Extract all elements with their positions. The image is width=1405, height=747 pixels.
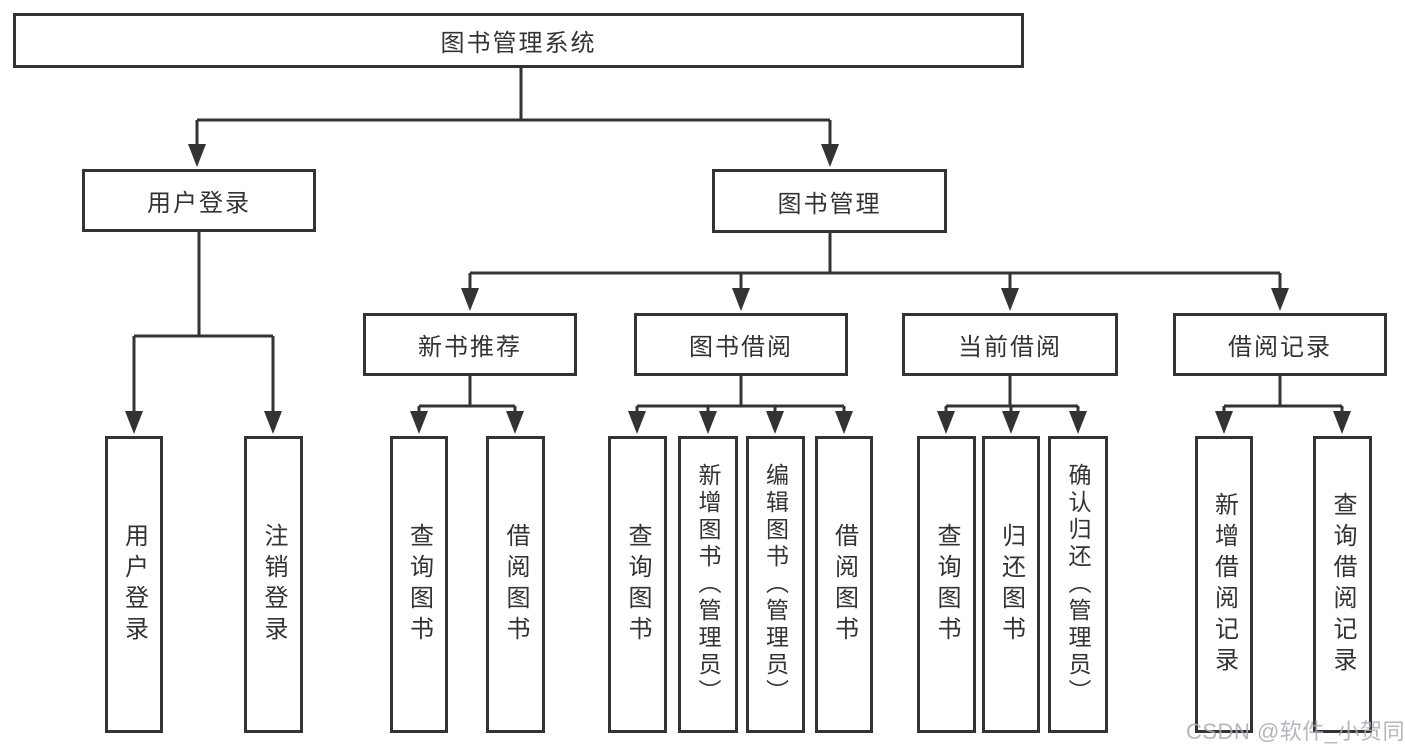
- node-label: 编辑图书（管理员）: [762, 463, 789, 706]
- node-v-query-book-1: 查询图书: [390, 436, 448, 733]
- arrowhead-icon: [264, 411, 282, 434]
- node-label: 新增借阅记录: [1210, 491, 1238, 678]
- arrowhead-icon: [506, 411, 524, 434]
- arrowhead-icon: [628, 411, 646, 434]
- node-label: 用户登录: [147, 190, 251, 217]
- arrowhead-icon: [125, 411, 143, 434]
- node-borrowing-records: 借阅记录: [1173, 313, 1387, 376]
- node-label: 查询图书: [405, 522, 433, 647]
- node-label: 新增图书（管理员）: [695, 463, 721, 706]
- node-label: 注销登录: [260, 522, 287, 647]
- node-label: 借阅记录: [1228, 334, 1332, 361]
- node-new-book-recommend: 新书推荐: [363, 313, 577, 376]
- node-v-query-book-3: 查询图书: [917, 436, 976, 733]
- node-v-borrow-book-2: 借阅图书: [815, 436, 873, 733]
- arrowhead-icon: [1001, 288, 1019, 311]
- node-label: 借阅图书: [502, 522, 529, 647]
- node-current-borrowing: 当前借阅: [902, 313, 1118, 376]
- node-v-edit-book: 编辑图书（管理员）: [746, 436, 805, 733]
- node-book-management: 图书管理: [712, 169, 947, 233]
- arrowhead-icon: [188, 144, 206, 167]
- arrowhead-icon: [821, 144, 839, 167]
- node-root: 图书管理系统: [13, 13, 1024, 68]
- node-v-confirm-return: 确认归还（管理员）: [1048, 436, 1108, 733]
- node-user-login: 用户登录: [82, 169, 316, 232]
- node-label: 新书推荐: [418, 334, 522, 361]
- node-label: 当前借阅: [958, 334, 1062, 361]
- arrowhead-icon: [1215, 411, 1233, 434]
- node-v-query-book-2: 查询图书: [608, 436, 667, 733]
- arrowhead-icon: [699, 411, 717, 434]
- arrowhead-icon: [835, 411, 853, 434]
- node-label: 借阅图书: [830, 522, 858, 647]
- node-label: 用户登录: [120, 522, 148, 647]
- node-v-query-borrow-record: 查询借阅记录: [1313, 436, 1372, 733]
- arrowhead-icon: [1002, 411, 1020, 434]
- node-v-logout-login: 注销登录: [244, 436, 303, 733]
- node-v-add-borrow-record: 新增借阅记录: [1195, 436, 1253, 733]
- node-label: 查询借阅记录: [1329, 491, 1356, 678]
- arrowhead-icon: [732, 288, 750, 311]
- node-label: 图书管理系统: [440, 30, 597, 57]
- node-label: 确认归还（管理员）: [1065, 463, 1091, 706]
- arrowhead-icon: [1069, 411, 1087, 434]
- arrowhead-icon: [766, 411, 784, 434]
- node-v-borrow-book-1: 借阅图书: [486, 436, 545, 733]
- node-book-borrowing: 图书借阅: [634, 313, 848, 376]
- arrowhead-icon: [937, 411, 955, 434]
- node-v-add-book: 新增图书（管理员）: [678, 436, 738, 733]
- node-label: 查询图书: [624, 522, 651, 647]
- node-label: 图书借阅: [689, 334, 793, 361]
- arrowhead-icon: [461, 288, 479, 311]
- watermark: CSDN @软件_小贺同学: [1186, 719, 1405, 744]
- arrowhead-icon: [410, 411, 428, 434]
- node-v-user-login: 用户登录: [105, 436, 163, 733]
- arrowhead-icon: [1271, 288, 1289, 311]
- node-label: 归还图书: [997, 522, 1025, 647]
- node-label: 查询图书: [933, 522, 960, 647]
- node-v-return-book: 归还图书: [982, 436, 1040, 733]
- arrowhead-icon: [1333, 411, 1351, 434]
- node-label: 图书管理: [777, 190, 882, 218]
